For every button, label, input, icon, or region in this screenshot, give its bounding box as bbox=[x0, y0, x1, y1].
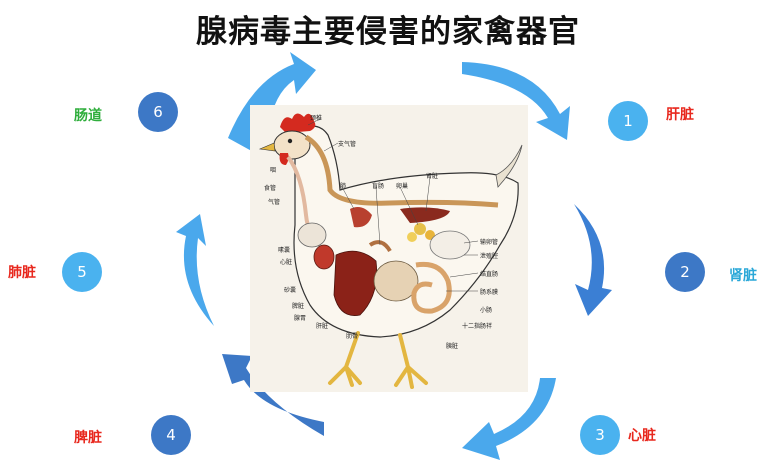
figure-label-liver: 肝脏 bbox=[316, 323, 329, 330]
chicken-crop bbox=[297, 222, 327, 248]
organ-number-1: 1 bbox=[608, 101, 648, 141]
organ-number-5: 5 bbox=[62, 252, 102, 292]
figure-label-rib: 肋骨 bbox=[346, 333, 359, 340]
figure-label-cecum: 盲肠 bbox=[372, 183, 385, 190]
chicken-ovary-1 bbox=[414, 223, 426, 235]
figure-label-lung: 肺 bbox=[340, 183, 347, 190]
chicken-leg-left bbox=[328, 331, 362, 387]
figure-label-kidney: 肾脏 bbox=[426, 173, 439, 180]
chicken-gizzard bbox=[373, 260, 419, 302]
arrow-5-to-6 bbox=[176, 214, 214, 326]
figure-label-mesentery: 肠系膜 bbox=[480, 289, 499, 296]
arrow-1-to-2 bbox=[462, 62, 570, 140]
chicken-head bbox=[273, 130, 311, 160]
chicken-lung bbox=[350, 207, 372, 228]
chicken-tail bbox=[495, 144, 523, 188]
figure-label-pancreas: 胰脏 bbox=[446, 343, 459, 350]
chicken-ovary-3 bbox=[407, 232, 417, 242]
chicken-spine bbox=[304, 134, 499, 208]
figure-label-pharynx: 咽 bbox=[270, 167, 277, 174]
chicken-cecum bbox=[368, 240, 392, 253]
figure-label-esophagus: 食管 bbox=[264, 185, 277, 192]
chicken-ovary-2 bbox=[425, 230, 435, 240]
figure-label-oviduct: 输卵管 bbox=[480, 239, 499, 246]
organ-label-heart: 心脏 bbox=[628, 428, 656, 444]
page-title: 腺病毒主要侵害的家禽器官 bbox=[196, 14, 580, 50]
chicken-kidney bbox=[400, 207, 450, 223]
figure-label-cervical-spine: 颈椎 bbox=[310, 115, 323, 122]
chicken-wattle bbox=[279, 153, 289, 165]
figure-label-proventriculus: 腺胃 bbox=[294, 315, 307, 322]
organ-label-liver: 肝脏 bbox=[666, 107, 694, 123]
figure-label-trachea: 气管 bbox=[268, 199, 281, 206]
chicken-anatomy-figure: 颈椎 支气管 肺 盲肠 卵巢 肾脏 咽 食管 气管 嗉囊 心脏 输卵管 泄殖腔 … bbox=[250, 105, 528, 392]
figure-label-crop: 嗉囊 bbox=[278, 247, 291, 254]
figure-leader-lines bbox=[307, 118, 479, 292]
chicken-leg-right bbox=[394, 333, 428, 389]
figure-label-duodenal-loop: 十二指肠袢 bbox=[462, 323, 493, 330]
organ-number-6: 6 bbox=[138, 92, 178, 132]
arrow-3-to-4 bbox=[462, 378, 556, 460]
chicken-beak bbox=[258, 142, 276, 152]
arrow-2-to-3 bbox=[574, 204, 612, 316]
chicken-comb bbox=[280, 113, 316, 133]
figure-label-colorectum: 结直肠 bbox=[480, 271, 499, 278]
organ-label-kidney: 肾脏 bbox=[729, 268, 757, 284]
figure-label-ovary: 卵巢 bbox=[396, 183, 409, 190]
organ-label-spleen: 脾脏 bbox=[74, 430, 102, 446]
figure-label-gizzard: 砂囊 bbox=[284, 287, 297, 294]
chicken-eye bbox=[287, 138, 293, 144]
organ-number-3: 3 bbox=[580, 415, 620, 455]
figure-label-bronchus: 支气管 bbox=[338, 141, 357, 148]
organ-label-lung: 肺脏 bbox=[8, 265, 36, 281]
organ-label-intestine: 肠道 bbox=[74, 108, 102, 124]
organ-number-2: 2 bbox=[665, 252, 705, 292]
organ-number-4: 4 bbox=[151, 415, 191, 455]
chicken-intestines bbox=[411, 261, 452, 314]
figure-label-small-intestine: 小肠 bbox=[480, 307, 493, 314]
chicken-liver bbox=[333, 250, 378, 316]
figure-label-spleen: 脾脏 bbox=[292, 303, 305, 310]
chicken-oviduct bbox=[429, 230, 471, 260]
chicken-heart bbox=[313, 244, 335, 270]
arrow-4-to-5 bbox=[222, 354, 324, 436]
figure-label-heart: 心脏 bbox=[280, 259, 293, 266]
chicken-anatomy-illustration bbox=[258, 113, 523, 389]
figure-label-cloaca: 泄殖腔 bbox=[480, 253, 499, 260]
